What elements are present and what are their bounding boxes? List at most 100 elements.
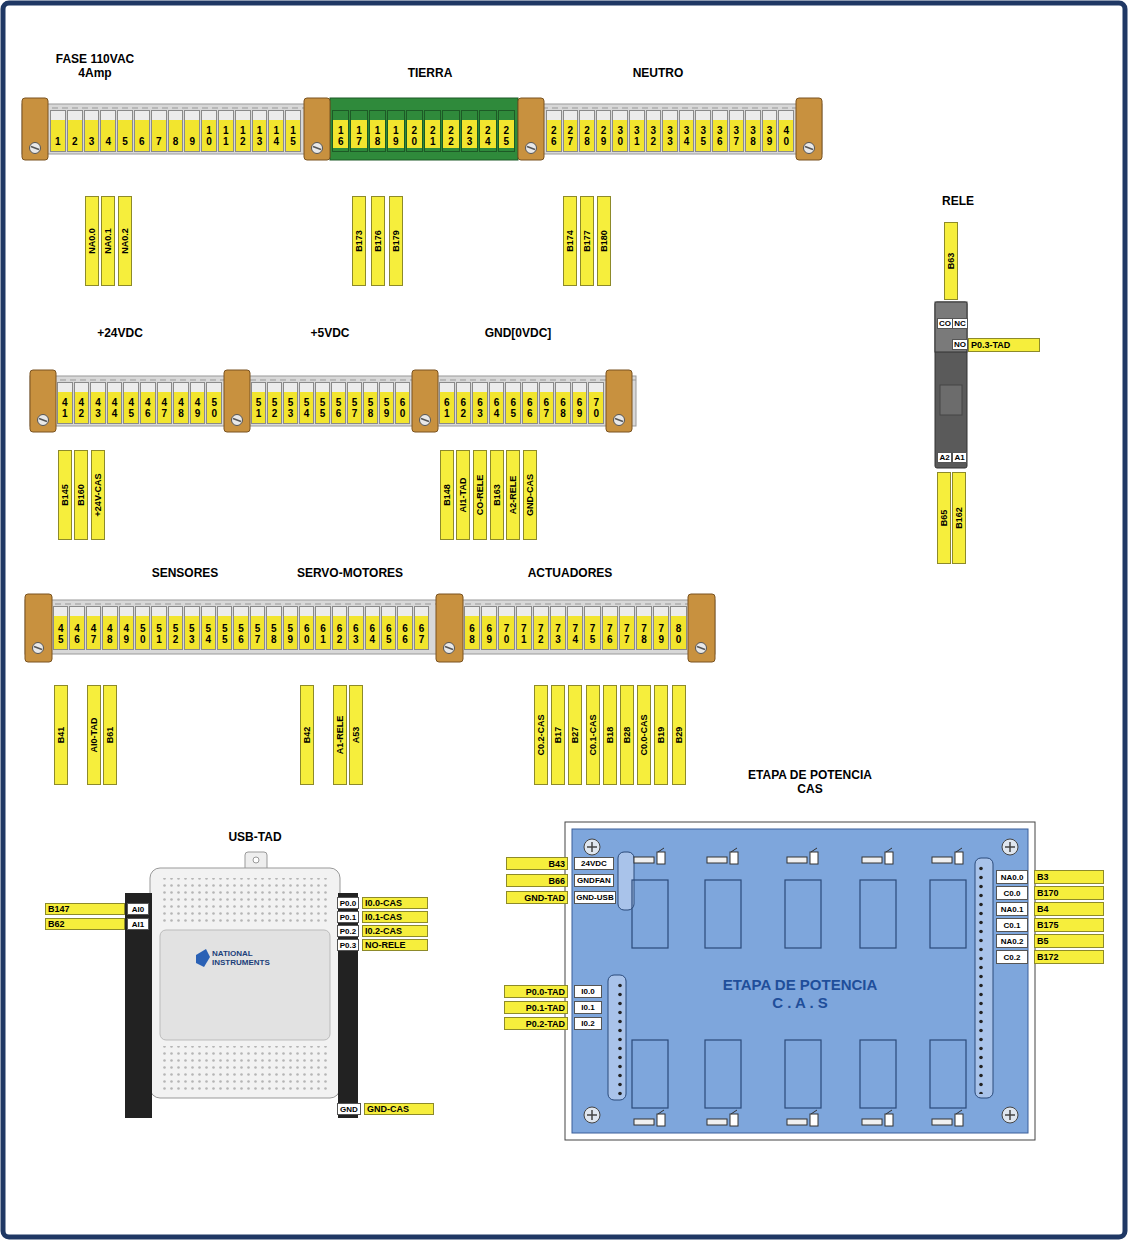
- wire-tag: GND-CAS: [523, 450, 537, 540]
- terminal-number: 37: [733, 126, 739, 147]
- terminal-number: 46: [74, 624, 80, 645]
- terminal-number: 12: [235, 110, 251, 152]
- wire-tag: B27: [570, 727, 580, 744]
- pin-label: C0.2: [1004, 953, 1021, 962]
- terminal-number: 54: [303, 398, 309, 419]
- terminal-number: 31: [634, 126, 640, 147]
- wire-tag: B162: [952, 472, 966, 564]
- terminal-number: 28: [579, 110, 595, 152]
- terminal-number: 1: [55, 137, 61, 148]
- wire-tag: B19: [654, 685, 668, 785]
- terminal-number: 65: [381, 606, 396, 650]
- terminal-number: 68: [469, 624, 475, 645]
- terminal-number: 51: [255, 398, 261, 419]
- wire-tag: AI1-TAD: [458, 478, 468, 513]
- section-heading: ACTUADORES: [510, 566, 630, 580]
- wire-tag: B5: [1037, 936, 1049, 946]
- terminal-number: 36: [712, 110, 728, 152]
- wire-tag: NA0.2: [120, 228, 130, 254]
- wire-tag: B43: [506, 857, 568, 870]
- terminal-number: 67: [539, 382, 555, 424]
- wire-tag: B174: [565, 230, 575, 252]
- wire-tag: B41: [56, 727, 66, 744]
- terminal-number: 57: [254, 624, 260, 645]
- wire-tag: B180: [597, 196, 611, 286]
- pin-label: CO: [939, 319, 951, 328]
- terminal-number: 61: [320, 624, 326, 645]
- terminal-number: 35: [700, 126, 706, 147]
- wire-tag: B170: [1034, 886, 1104, 900]
- terminal-number: 30: [617, 126, 623, 147]
- terminal-number: 4: [105, 137, 111, 148]
- terminal-number: 8: [172, 137, 178, 148]
- section-heading: GND[0VDC]: [463, 326, 573, 340]
- terminal-number: 70: [588, 382, 604, 424]
- terminal-number: 78: [636, 606, 652, 650]
- terminal-number: 47: [90, 624, 96, 645]
- terminal-number: 45: [123, 382, 139, 424]
- wire-tag: NA0.0: [87, 228, 97, 254]
- terminal-number: 60: [299, 606, 314, 650]
- wire-tag: P0.0-TAD: [504, 985, 568, 998]
- wire-tag: I0.1-CAS: [362, 911, 428, 923]
- wire-tag: B63: [944, 222, 958, 300]
- pin-label: P0.1: [337, 911, 359, 923]
- wire-tag: B29: [674, 727, 684, 744]
- terminal-number: 36: [717, 126, 723, 147]
- pin-label: C0.2: [996, 950, 1028, 964]
- terminal-number: 76: [602, 606, 618, 650]
- wire-tag: B42: [300, 685, 314, 785]
- wire-tag: B176: [371, 196, 385, 286]
- terminal-number: 68: [560, 398, 566, 419]
- terminal-number: 51: [151, 606, 166, 650]
- pin-label: NO: [954, 340, 966, 349]
- terminal-number: 78: [641, 624, 647, 645]
- terminal-number: 39: [762, 110, 778, 152]
- pin-label: C0.1: [1004, 921, 1021, 930]
- terminal-number: 65: [510, 398, 516, 419]
- wire-tag: C0.1-CAS: [586, 685, 600, 785]
- terminal-number: 2: [67, 110, 83, 152]
- wire-tag: B172: [1037, 952, 1059, 962]
- terminal-number: 47: [161, 398, 167, 419]
- wire-tag: I0.1-CAS: [365, 912, 402, 922]
- section-heading: ETAPA DE POTENCIA CAS: [743, 768, 878, 797]
- terminal-number: 49: [190, 382, 206, 424]
- terminal-number: 54: [205, 624, 211, 645]
- terminal-number: 80: [675, 624, 681, 645]
- terminal-number: 63: [472, 382, 488, 424]
- terminal-number: 19: [387, 110, 404, 152]
- wire-tag: B63: [946, 253, 956, 270]
- terminal-number: 49: [119, 606, 134, 650]
- wire-tag: B4: [1037, 904, 1049, 914]
- section-heading: USB-TAD: [205, 830, 305, 844]
- terminal-number: 50: [206, 382, 222, 424]
- terminal-number: 45: [58, 624, 64, 645]
- terminal-number: 5: [122, 137, 128, 148]
- terminal-number: 3: [84, 110, 100, 152]
- terminal-number: 29: [601, 126, 607, 147]
- terminal-number: 50: [211, 398, 217, 419]
- terminal-number: 11: [218, 110, 234, 152]
- terminal-number: 68: [464, 606, 480, 650]
- pin-label: I0.0: [574, 985, 602, 998]
- terminal-number: 56: [233, 606, 248, 650]
- pin-label: I0.1: [574, 1001, 602, 1014]
- terminal-number: 49: [195, 398, 201, 419]
- terminal-number: 6: [139, 137, 145, 148]
- wire-tag: P0.3-TAD: [968, 338, 1040, 352]
- pin-label: I0.0: [581, 987, 594, 996]
- wire-tag: B160: [74, 450, 88, 540]
- pin-label: P0.0: [340, 899, 356, 908]
- terminal-number: 63: [353, 624, 359, 645]
- wire-tag: B175: [1037, 920, 1059, 930]
- logo-text: NATIONAL INSTRUMENTS: [212, 949, 276, 973]
- terminal-number: 8: [168, 110, 184, 152]
- terminal-number: 51: [156, 624, 162, 645]
- terminal-number: 26: [546, 110, 562, 152]
- wire-tag: B163: [490, 450, 504, 540]
- terminal-number: 24: [479, 110, 496, 152]
- wire-tag: C0.2-CAS: [534, 685, 548, 785]
- section-heading: RELE: [928, 194, 988, 208]
- wire-tag: B3: [1034, 870, 1104, 884]
